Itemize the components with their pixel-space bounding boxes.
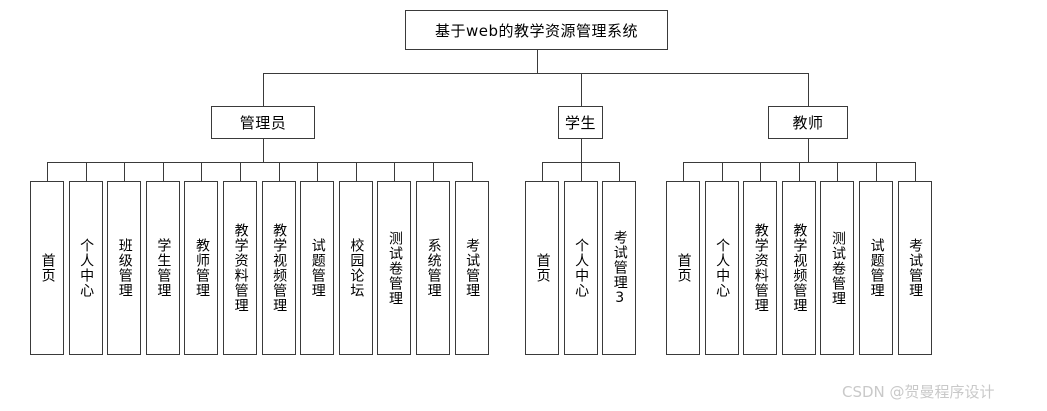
connector-leaf-stem [798,162,800,181]
leaf-node-admin-10[interactable]: 系统管理 [416,181,450,355]
connector-leaf-stem [760,162,762,181]
leaf-node-teacher-0[interactable]: 首页 [666,181,700,355]
leaf-node-admin-11[interactable]: 考试管理 [454,181,489,355]
leaf-node-label: 班级管理 [116,238,133,298]
leaf-node-label: 个人中心 [78,238,95,298]
connector-level1-bus [263,73,808,74]
connector-leaf-stem [240,162,241,181]
branch-node-admin[interactable]: 管理员 [211,106,315,139]
leaf-node-admin-0[interactable]: 首页 [30,181,64,355]
branch-node-label: 学生 [564,114,596,132]
leaf-node-label: 考试管理3 [611,229,628,307]
connector-branch-drop-teacher [808,139,809,162]
leaf-node-label: 测试卷管理 [829,230,846,306]
leaf-node-label: 测试卷管理 [386,230,403,306]
connector-leaf-stem [394,162,396,181]
connector-leaf-stem [580,162,582,181]
leaf-node-admin-3[interactable]: 学生管理 [145,181,180,355]
branch-node-teacher[interactable]: 教师 [768,106,848,139]
connector-root-stem [536,50,538,73]
connector-leaf-stem [355,162,357,181]
connector-leaf-stem [837,162,839,181]
root-node-label: 基于web的教学资源管理系统 [434,21,639,40]
leaf-node-admin-7[interactable]: 试题管理 [300,181,335,355]
leaf-node-label: 首页 [675,253,692,283]
root-node[interactable]: 基于web的教学资源管理系统 [405,10,668,50]
connector-branch-stem-teacher [808,73,809,106]
connector-branch-drop-student [580,139,582,162]
leaf-node-label: 教学视频管理 [791,223,808,313]
csdn-watermark: CSDN @贺曼程序设计 [842,383,995,401]
leaf-node-admin-1[interactable]: 个人中心 [68,181,103,355]
leaf-node-label: 试题管理 [309,238,326,298]
leaf-node-admin-5[interactable]: 教学资料管理 [223,181,257,355]
connector-leaf-bus-admin [47,162,472,163]
connector-branch-stem-student [580,73,582,106]
leaf-node-label: 首页 [534,253,551,283]
leaf-node-teacher-4[interactable]: 测试卷管理 [820,181,855,355]
connector-leaf-stem [201,162,203,181]
connector-leaf-stem [85,162,87,181]
leaf-node-label: 首页 [39,253,56,283]
leaf-node-label: 系统管理 [425,238,442,298]
branch-node-label: 教师 [792,114,824,132]
leaf-node-label: 教学资料管理 [232,223,249,313]
leaf-node-label: 考试管理 [907,238,924,298]
leaf-node-label: 试题管理 [868,238,885,298]
connector-leaf-stem [278,162,280,181]
branch-node-student[interactable]: 学生 [558,106,603,139]
connector-leaf-stem [124,162,126,181]
leaf-node-label: 教师管理 [193,238,210,298]
connector-leaf-stem [619,162,621,181]
connector-leaf-stem [47,162,48,181]
leaf-node-label: 学生管理 [155,238,172,298]
leaf-node-student-2[interactable]: 考试管理3 [602,181,637,355]
leaf-node-label: 考试管理 [464,238,481,298]
connector-branch-drop-admin [263,139,264,162]
connector-leaf-stem [317,162,319,181]
leaf-node-student-0[interactable]: 首页 [525,181,559,355]
leaf-node-admin-9[interactable]: 测试卷管理 [377,181,412,355]
connector-branch-stem-admin [263,73,264,106]
leaf-node-label: 教学视频管理 [271,223,288,313]
connector-leaf-stem [876,162,877,181]
leaf-node-label: 个人中心 [714,238,731,298]
leaf-node-admin-6[interactable]: 教学视频管理 [261,181,296,355]
connector-leaf-stem [721,162,723,181]
connector-leaf-stem [162,162,164,181]
leaf-node-admin-8[interactable]: 校园论坛 [338,181,373,355]
leaf-node-teacher-6[interactable]: 考试管理 [897,181,932,355]
connector-leaf-stem [471,162,473,181]
leaf-node-admin-4[interactable]: 教师管理 [184,181,219,355]
leaf-node-teacher-2[interactable]: 教学资料管理 [743,181,778,355]
branch-node-label: 管理员 [239,114,287,132]
leaf-node-teacher-5[interactable]: 试题管理 [859,181,893,355]
leaf-node-label: 校园论坛 [348,238,365,298]
connector-leaf-stem [542,162,543,181]
connector-leaf-stem [683,162,684,181]
leaf-node-admin-2[interactable]: 班级管理 [107,181,142,355]
connector-leaf-stem [433,162,434,181]
leaf-node-label: 教学资料管理 [752,223,769,313]
leaf-node-teacher-3[interactable]: 教学视频管理 [781,181,816,355]
leaf-node-label: 个人中心 [573,238,590,298]
leaf-node-student-1[interactable]: 个人中心 [563,181,598,355]
connector-leaf-stem [914,162,916,181]
leaf-node-teacher-1[interactable]: 个人中心 [704,181,739,355]
